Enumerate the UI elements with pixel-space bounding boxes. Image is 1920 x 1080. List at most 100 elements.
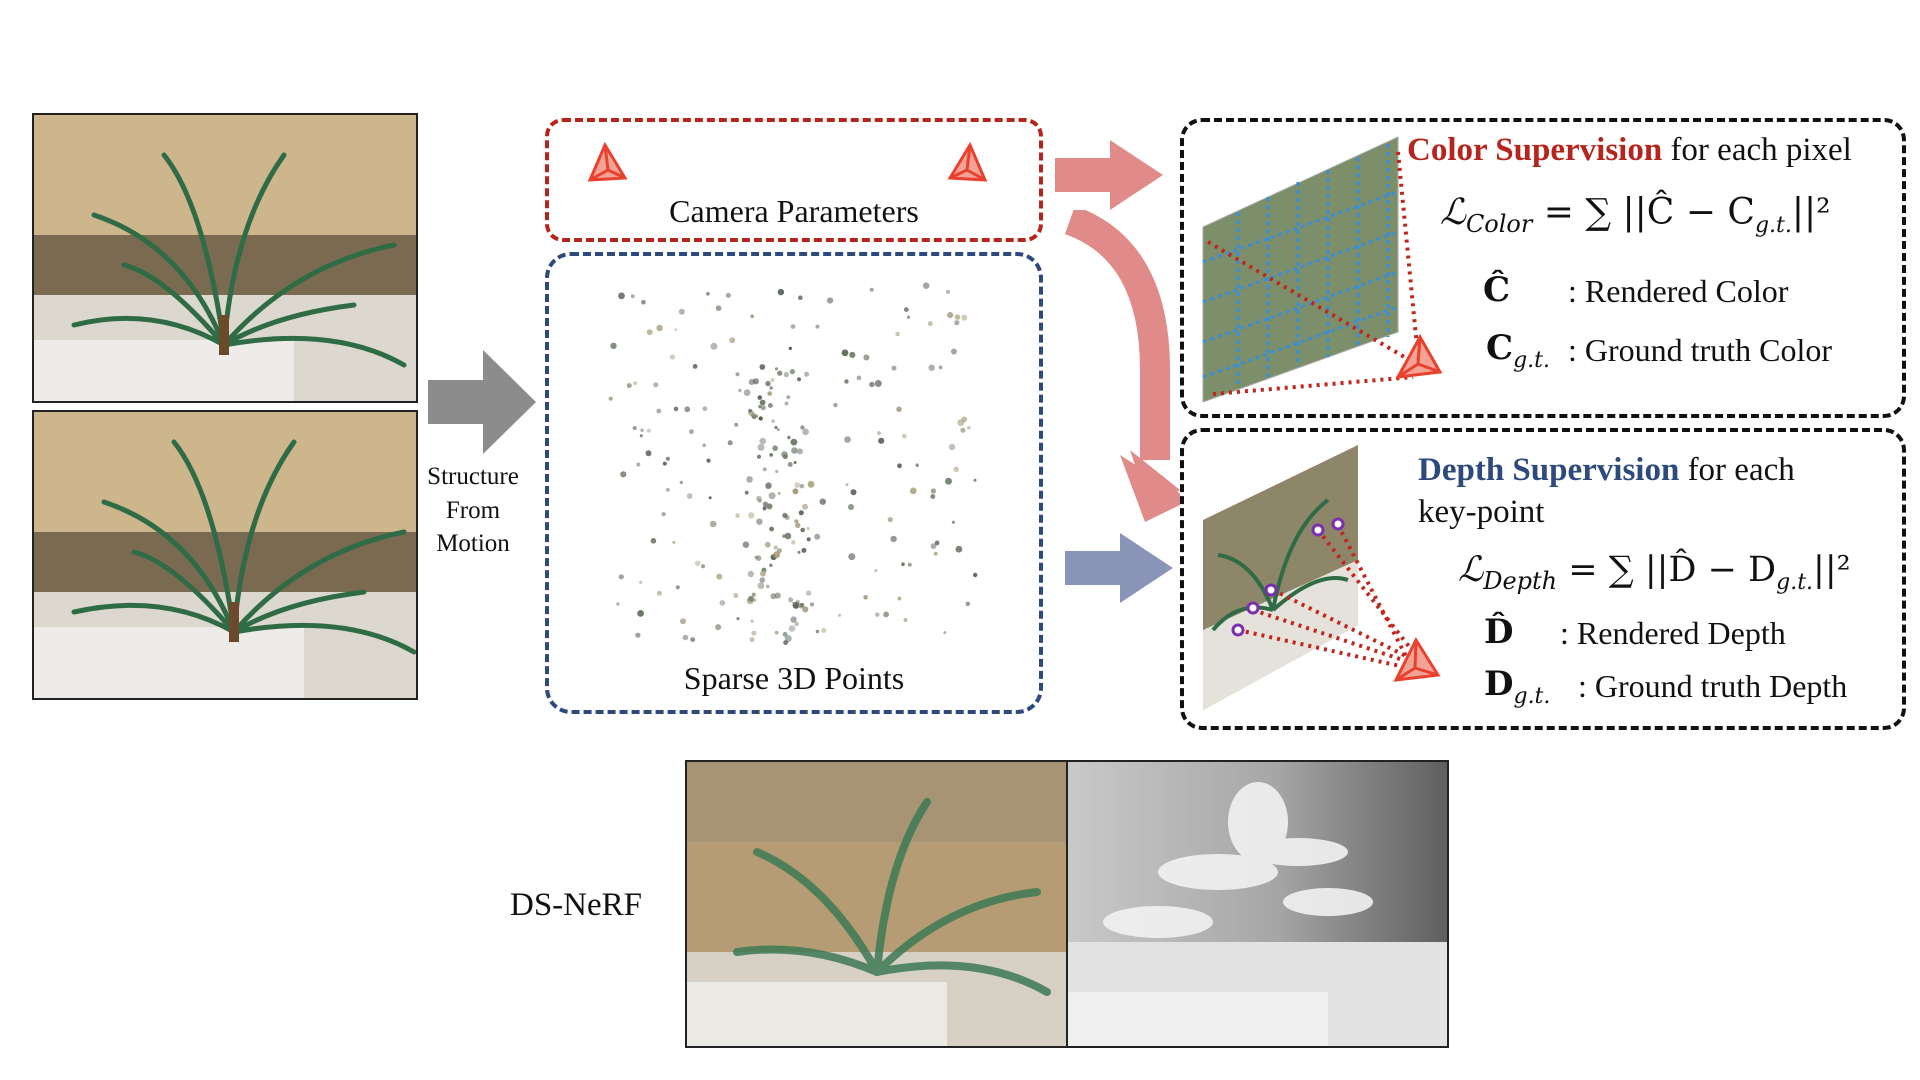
sparse-point (748, 408, 752, 413)
sparse-point (805, 590, 812, 596)
sparse-point (841, 349, 849, 357)
sparse-point (682, 634, 689, 641)
sparse-point (806, 526, 810, 531)
sparse-point (821, 628, 827, 633)
sparse-point (777, 491, 781, 495)
sparse-point (863, 595, 868, 600)
input-photo-bottom (32, 410, 418, 700)
sparse-point (815, 629, 820, 634)
depth-supervision-title-line2: key-point (1418, 494, 1545, 530)
sparse-point (733, 592, 739, 598)
sparse-point (965, 601, 971, 607)
sparse-point (692, 364, 698, 369)
sparse-point (702, 406, 708, 411)
sparse-point (953, 466, 959, 472)
sparse-point (784, 635, 792, 643)
sparse-point (650, 538, 657, 544)
sparse-points-label: Sparse 3D Points (683, 660, 905, 696)
sparse-point (915, 463, 919, 467)
sparse-point (618, 292, 625, 300)
arrow-right-icon (428, 350, 536, 454)
color-supervision-panel (1180, 118, 1906, 418)
sparse-point (765, 482, 772, 489)
sparse-point (973, 478, 977, 482)
sparse-point (630, 294, 635, 299)
sparse-point (678, 308, 685, 315)
sparse-point (814, 533, 821, 540)
loss-symbol: ℒ (1458, 550, 1484, 590)
depth-loss-equation: ℒDepth = ∑ ||D̂ − Dg.t.||² (1458, 550, 1851, 595)
sparse-point (639, 434, 643, 438)
sparse-point (725, 292, 731, 298)
sparse-point (709, 520, 717, 528)
plant-illustration (687, 762, 1067, 1046)
sparse-point (701, 564, 705, 569)
sparse-point (742, 541, 750, 548)
color-loss-equation: ℒColor = ∑ ||Ĉ − Cg.t.||² (1440, 192, 1831, 238)
loss-rhs-end: ||² (1813, 550, 1851, 590)
color-def2-text: : Ground truth Color (1568, 332, 1832, 368)
sparse-point (768, 492, 776, 500)
sparse-point (795, 522, 801, 529)
sparse-point (608, 396, 613, 401)
sparse-point (675, 585, 680, 590)
sparse-point (961, 314, 968, 321)
sparse-point (895, 331, 900, 337)
sparse-point (883, 611, 889, 618)
sparse-point (661, 512, 666, 517)
camera-icon (1393, 636, 1441, 682)
sparse-point (786, 395, 791, 400)
color-supervision-highlight: Color Supervision (1407, 132, 1663, 168)
sparse-point (706, 458, 711, 463)
sparse-point (769, 453, 773, 457)
sparse-point (907, 315, 910, 319)
sparse-point (897, 463, 902, 469)
sparse-point (686, 493, 693, 499)
sparse-point (792, 488, 799, 495)
sparse-point (674, 328, 678, 332)
sparse-point (669, 354, 675, 360)
sparse-point (783, 372, 789, 378)
sparse-point (790, 616, 797, 623)
sparse-point (902, 433, 907, 439)
depth-supervision-panel (1180, 428, 1906, 730)
sparse-point (850, 489, 857, 496)
sparse-point (793, 461, 797, 464)
sparse-point (767, 391, 772, 396)
depth-def2-symbol: Dg.t. (1484, 664, 1550, 709)
sparse-point (960, 427, 966, 433)
sparse-point (762, 506, 767, 511)
sparse-point (950, 348, 957, 355)
sparse-point (757, 395, 763, 400)
plant-illustration (34, 115, 416, 401)
sparse-point (771, 419, 775, 423)
sparse-point (810, 602, 814, 607)
sparse-point (752, 378, 759, 385)
sparse-point (760, 405, 766, 411)
sparse-point (928, 364, 935, 371)
loss-rhs-subscript: g.t. (1776, 570, 1814, 595)
sparse-point (750, 619, 754, 623)
sparse-point (787, 462, 793, 467)
sparse-point (783, 640, 788, 645)
loss-rhs-subscript: g.t. (1754, 213, 1792, 239)
sparse-point (933, 551, 938, 556)
sparse-point (934, 540, 940, 546)
depth-supervision-title: Depth Supervision for each (1418, 452, 1795, 489)
sparse-point (794, 519, 799, 524)
loss-rhs: = ∑ ||D̂ − D (1557, 550, 1777, 590)
sparse-point (797, 550, 801, 554)
sparse-point (947, 312, 954, 319)
sparse-point (938, 365, 943, 370)
sparse-point (690, 637, 696, 642)
sparse-point (961, 416, 968, 423)
sparse-point (646, 329, 653, 336)
sparse-point (756, 495, 762, 502)
arrow-right-icon (1055, 140, 1163, 210)
sparse-point (790, 324, 796, 329)
loss-subscript: Depth (1483, 567, 1558, 595)
sparse-point (759, 437, 767, 445)
sparse-point (781, 451, 788, 458)
sparse-point (751, 592, 756, 597)
sparse-point (887, 517, 893, 523)
